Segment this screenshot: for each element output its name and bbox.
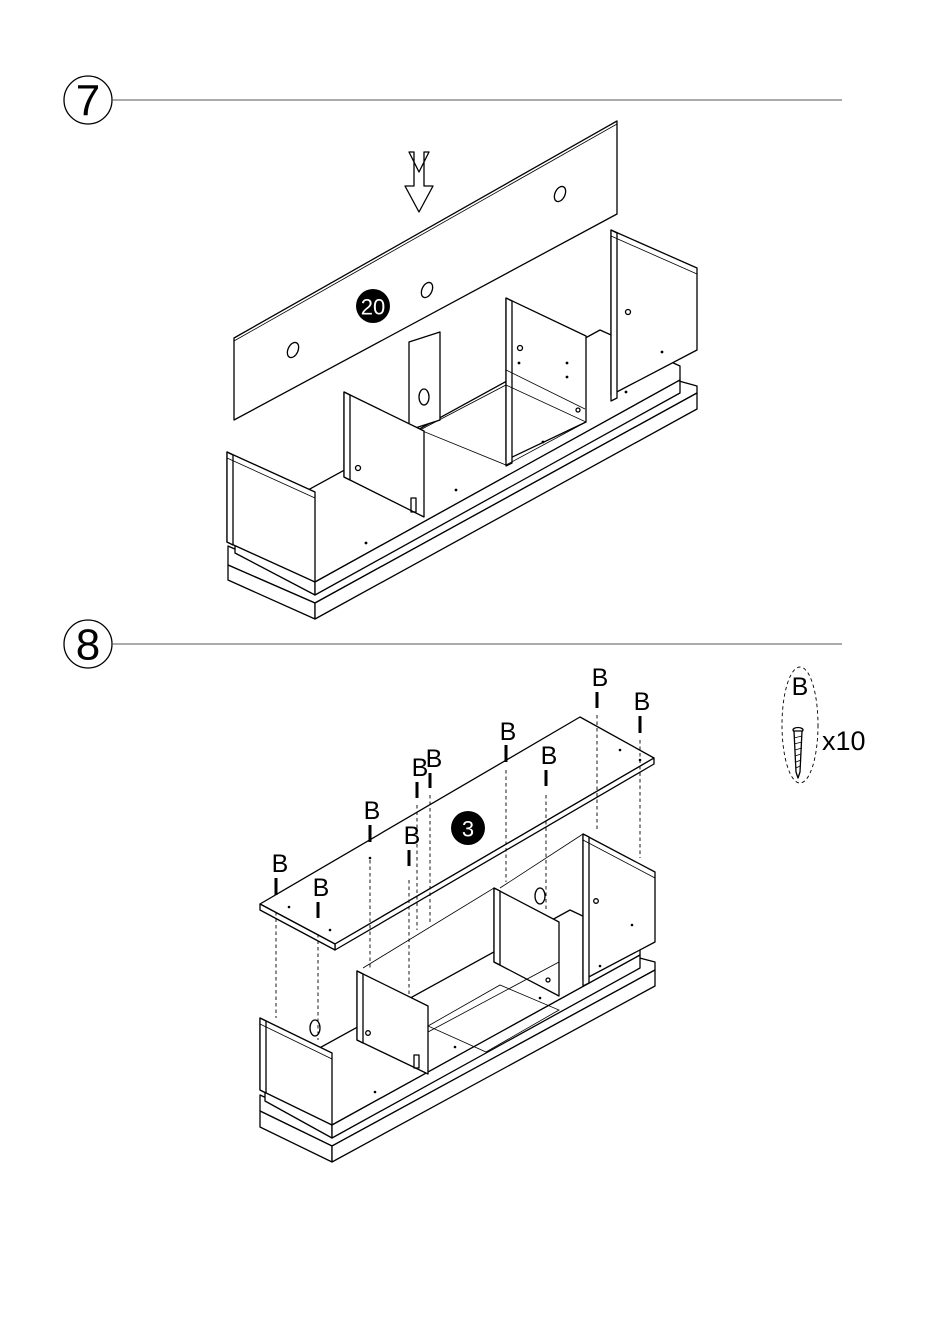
step-8-header: 8 — [64, 620, 842, 670]
step-8-illustration: 3 — [260, 664, 655, 1162]
screw-label-b: B — [404, 822, 421, 850]
screw-label-b: B — [426, 745, 443, 773]
screw-label-b: B — [541, 742, 558, 770]
screw-label-b: B — [313, 874, 330, 902]
screw-label-b: B — [500, 718, 517, 746]
screw-label-b: B — [592, 664, 609, 692]
step-7-header: 7 — [64, 76, 842, 126]
screw-icon — [793, 728, 803, 779]
part-20-label: 20 — [361, 295, 385, 320]
screw-label-b: B — [364, 797, 381, 825]
down-arrow-icon — [405, 152, 433, 212]
hardware-quantity: x10 — [822, 726, 866, 756]
part-3-label: 3 — [462, 817, 474, 842]
step-7-number: 7 — [76, 77, 100, 126]
screw-label-b: B — [634, 688, 651, 716]
step-7-illustration: 20 — [227, 121, 697, 619]
hardware-letter: B — [792, 673, 809, 701]
hardware-callout: B x10 — [782, 667, 866, 783]
screw-label-b: B — [272, 850, 289, 878]
step-8-number: 8 — [76, 621, 100, 670]
